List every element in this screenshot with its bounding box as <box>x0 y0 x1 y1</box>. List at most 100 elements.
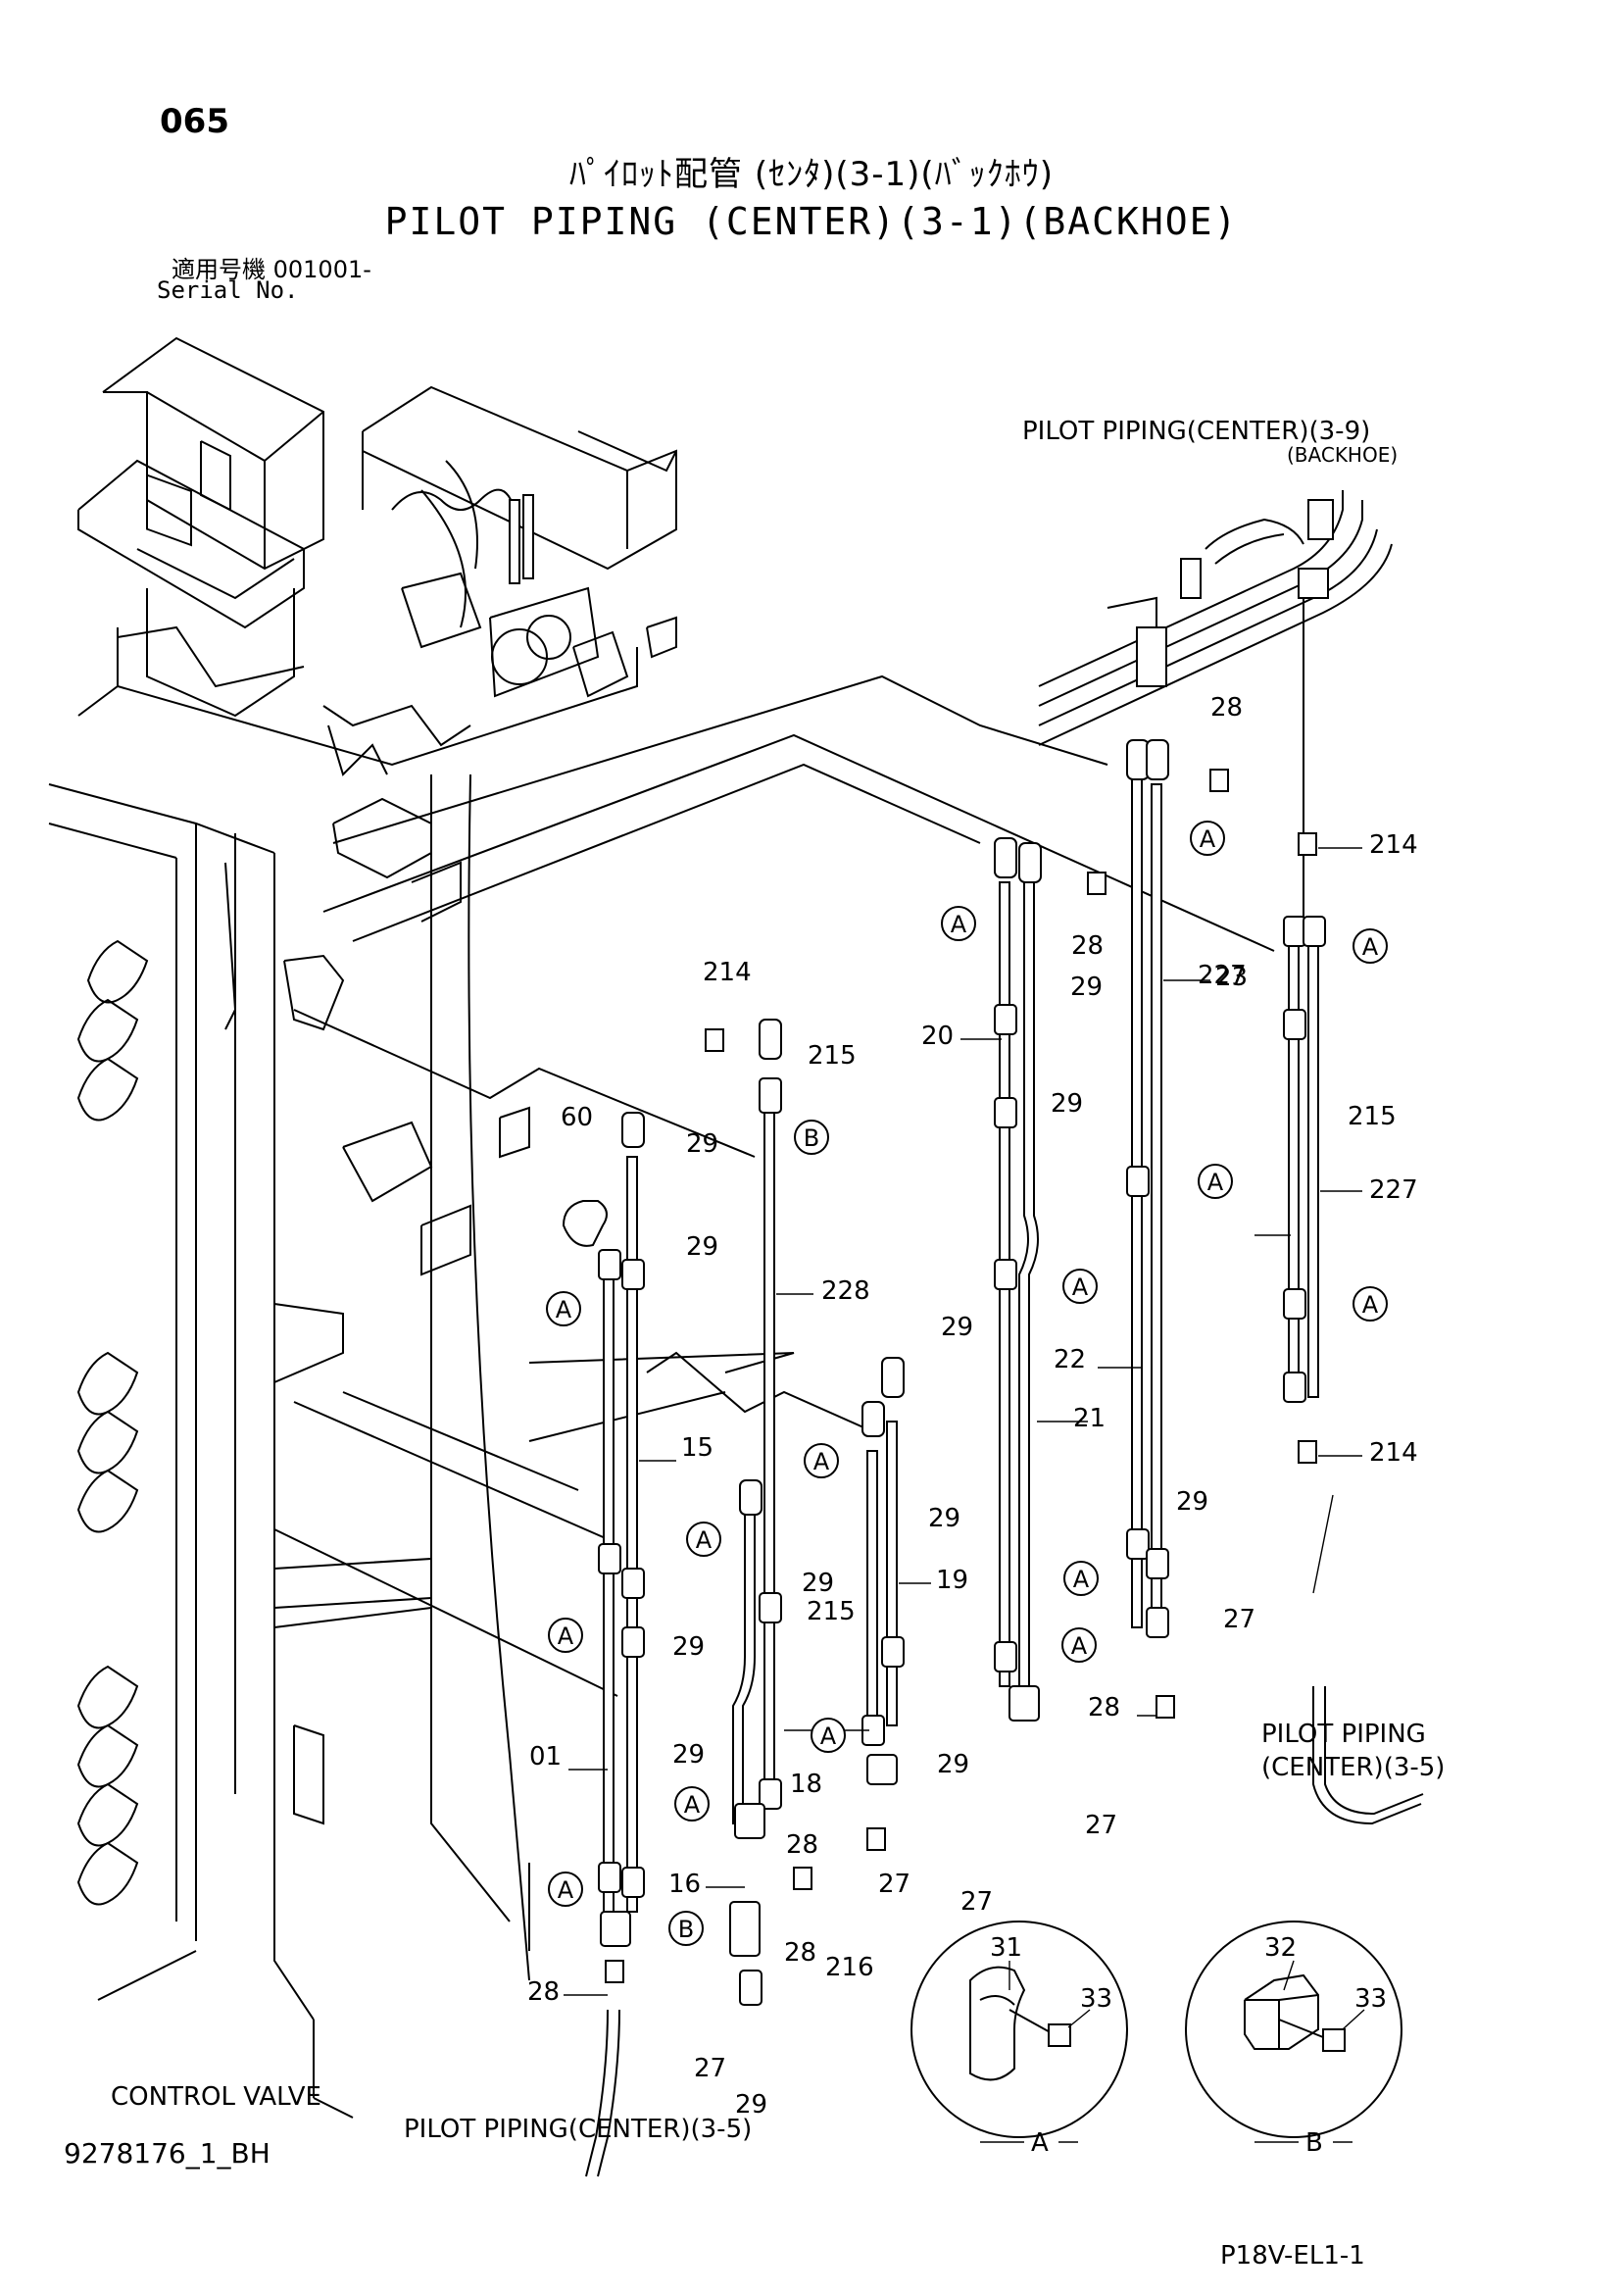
marker-a: A <box>686 1522 721 1557</box>
marker-a: A <box>548 1872 583 1907</box>
detail-a: 31 33 A <box>910 1921 1128 2158</box>
svg-text:A: A <box>1362 933 1379 961</box>
label-29: 29 <box>686 1129 718 1159</box>
label-29: 29 <box>937 1750 969 1779</box>
marker-a: A <box>1352 928 1388 964</box>
svg-text:A: A <box>1072 1273 1089 1301</box>
svg-text:A: A <box>558 1622 574 1650</box>
marker-a: A <box>1062 1269 1098 1304</box>
callout-leaders <box>564 847 1362 1996</box>
pipe-bundle-top-right <box>1038 490 1393 922</box>
svg-text:A: A <box>558 1876 574 1904</box>
label-27: 27 <box>1223 1605 1255 1634</box>
reference-notes: PILOT PIPING(CENTER)(3-9) (BACKHOE) PILO… <box>111 417 1445 2144</box>
label-214: 214 <box>703 958 752 987</box>
label-29: 29 <box>1176 1487 1208 1517</box>
label-29: 29 <box>672 1740 705 1770</box>
label-214: 214 <box>1369 830 1418 860</box>
detail-a-label: A <box>1031 2128 1049 2158</box>
label-28: 28 <box>1210 693 1243 723</box>
ref-right-lower-1: PILOT PIPING <box>1261 1720 1426 1749</box>
svg-text:B: B <box>804 1124 819 1152</box>
label-28: 28 <box>786 1830 818 1860</box>
marker-b: B <box>794 1120 829 1155</box>
part-labels: 01 15 16 18 19 20 21 22 23 28 28 28 28 2… <box>527 693 1418 2120</box>
ref-bottom-center: PILOT PIPING(CENTER)(3-5) <box>404 2115 752 2144</box>
label-22: 22 <box>1054 1345 1086 1374</box>
page-number: 065 <box>160 102 229 141</box>
label-01: 01 <box>529 1742 562 1772</box>
detail-b-label: B <box>1305 2128 1323 2158</box>
label-28: 28 <box>1088 1693 1120 1722</box>
label-215: 215 <box>1348 1102 1397 1131</box>
document-id: 9278176_1_BH <box>64 2137 270 2170</box>
label-215: 215 <box>808 1041 857 1071</box>
marker-b: B <box>668 1911 704 1946</box>
detail-markers-b: B B <box>668 1120 829 1946</box>
svg-text:A: A <box>1073 1566 1090 1593</box>
label-29: 29 <box>1070 973 1103 1002</box>
marker-a: A <box>1352 1286 1388 1322</box>
label-27: 27 <box>878 1870 910 1899</box>
svg-text:A: A <box>1362 1291 1379 1319</box>
detail-markers-a: A A A A A A A A A A A A A A A <box>546 821 1388 1907</box>
routing-lines <box>273 674 1275 1697</box>
marker-a: A <box>546 1291 581 1326</box>
svg-text:A: A <box>1207 1169 1224 1196</box>
label-29: 29 <box>802 1569 834 1598</box>
marker-a: A <box>1061 1627 1097 1663</box>
ref-right-lower-2: (CENTER)(3-5) <box>1261 1753 1445 1782</box>
label-227: 227 <box>1369 1175 1418 1205</box>
label-33: 33 <box>1080 1984 1112 2014</box>
label-27: 27 <box>1085 1811 1117 1840</box>
ref-control-valve: CONTROL VALVE <box>111 2082 321 2112</box>
label-15: 15 <box>681 1433 713 1463</box>
label-228: 228 <box>821 1276 870 1306</box>
label-29: 29 <box>672 1632 705 1662</box>
svg-text:A: A <box>813 1448 830 1475</box>
serial-label-japanese: 適用号機 001001- <box>172 256 371 283</box>
marker-a: A <box>1190 821 1225 856</box>
label-21: 21 <box>1073 1404 1106 1433</box>
svg-text:A: A <box>556 1296 572 1323</box>
label-20: 20 <box>921 1022 954 1051</box>
label-19: 19 <box>936 1566 968 1595</box>
label-31: 31 <box>990 1933 1022 1963</box>
marker-a: A <box>1063 1561 1099 1596</box>
label-214: 214 <box>1369 1438 1418 1468</box>
label-27: 27 <box>960 1887 993 1917</box>
machine-illustration <box>77 336 677 776</box>
marker-a: A <box>1198 1164 1233 1199</box>
label-29: 29 <box>941 1313 973 1342</box>
sheet-code: P18V-EL1-1 <box>1220 2241 1365 2271</box>
label-28: 28 <box>1071 931 1104 961</box>
label-28: 28 <box>784 1938 816 1968</box>
svg-text:A: A <box>1071 1632 1088 1660</box>
ref-top-right-sub: (BACKHOE) <box>1287 443 1398 467</box>
svg-text:A: A <box>1200 825 1216 853</box>
marker-a: A <box>804 1443 839 1478</box>
label-33: 33 <box>1354 1984 1387 2014</box>
detail-b: 32 33 B <box>1185 1921 1402 2158</box>
label-16: 16 <box>668 1870 701 1899</box>
ref-top-right: PILOT PIPING(CENTER)(3-9) <box>1022 417 1370 446</box>
svg-text:A: A <box>951 911 967 938</box>
label-29: 29 <box>928 1504 960 1533</box>
marker-a: A <box>941 906 976 941</box>
svg-text:A: A <box>684 1791 701 1819</box>
marker-a: A <box>548 1618 583 1653</box>
label-27: 27 <box>694 2054 726 2083</box>
label-32: 32 <box>1264 1933 1297 1963</box>
label-28: 28 <box>527 1977 560 2007</box>
label-227: 227 <box>1198 961 1247 990</box>
serial-label-english: Serial No. <box>157 276 299 304</box>
label-216: 216 <box>825 1953 874 1982</box>
svg-text:A: A <box>820 1722 837 1750</box>
label-29: 29 <box>686 1232 718 1262</box>
title-english: PILOT PIPING (CENTER)(3-1)(BACKHOE) <box>384 200 1239 243</box>
label-29: 29 <box>735 2090 767 2120</box>
label-60: 60 <box>561 1103 593 1132</box>
marker-a: A <box>674 1786 710 1822</box>
svg-text:A: A <box>696 1526 713 1554</box>
svg-text:B: B <box>678 1916 694 1943</box>
